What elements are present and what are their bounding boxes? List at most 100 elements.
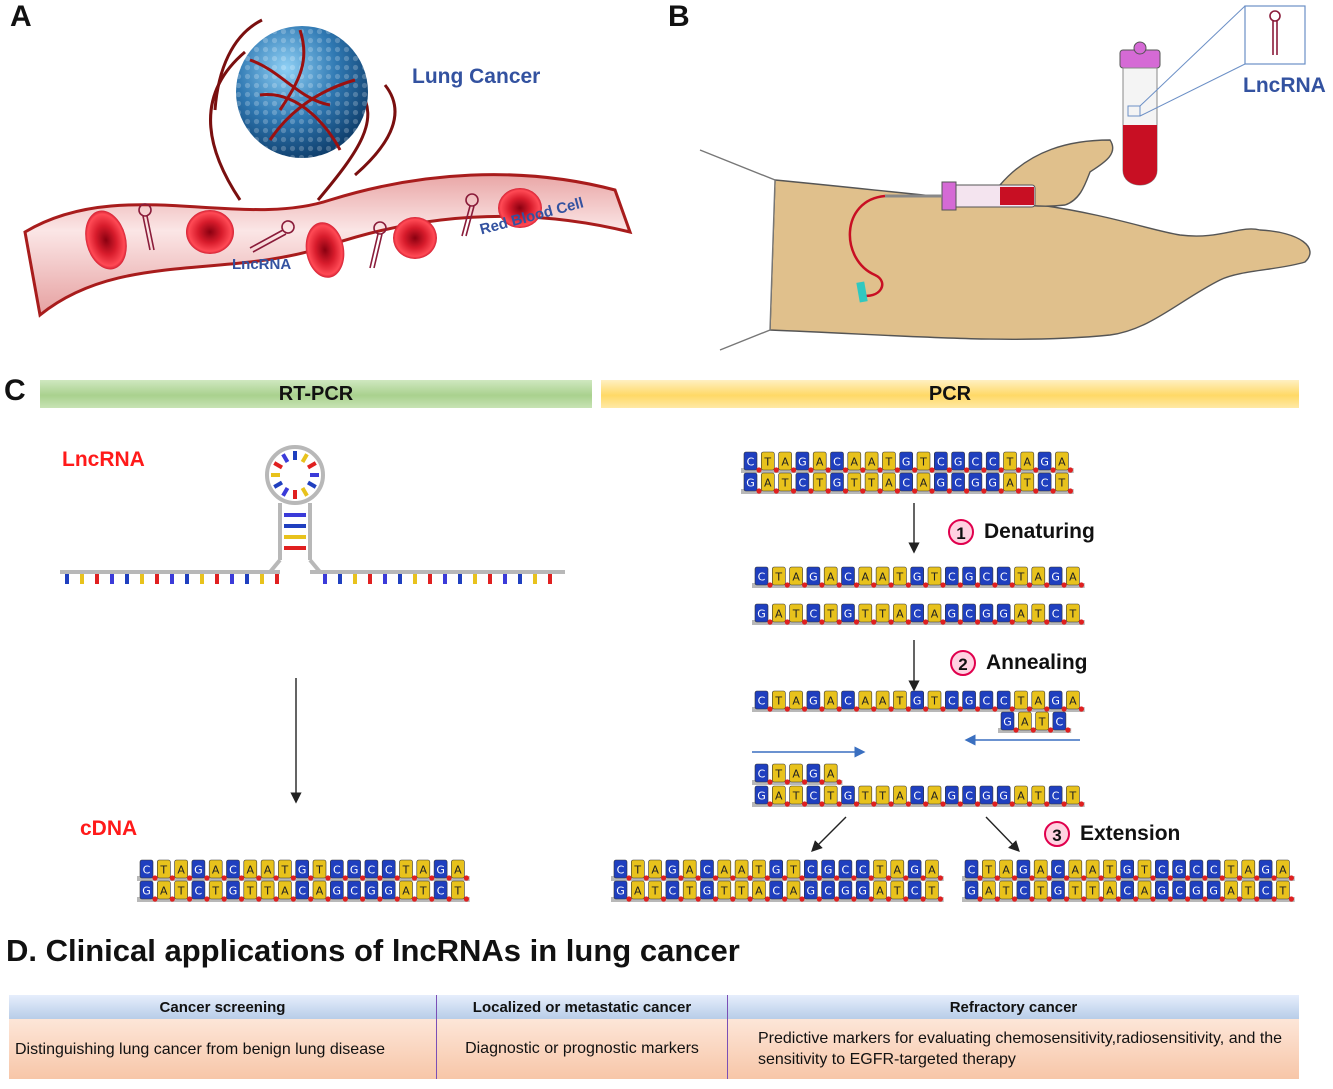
dna-base-letter: C (948, 695, 956, 708)
dna-base-letter: C (913, 608, 921, 621)
dna-base (882, 451, 896, 471)
rna-base (245, 574, 249, 584)
dna-base-letter: C (844, 695, 852, 708)
dna-base-letter: C (810, 608, 818, 621)
dna-base-letter: T (315, 864, 323, 877)
cdna-label: cDNA (80, 817, 138, 840)
table-header-row: Cancer screening Localized or metastatic… (9, 995, 1299, 1019)
dna-base-letter: G (809, 695, 818, 708)
dna-phosphate (784, 779, 790, 785)
dna-base-letter: G (367, 885, 376, 898)
dna-base (1016, 880, 1031, 900)
header-localized-metastatic: Localized or metastatic cancer (436, 995, 728, 1019)
dna-base-letter: T (876, 864, 884, 877)
dna-base (789, 603, 803, 623)
dna-phosphate (782, 875, 788, 881)
dna-phosphate (764, 896, 770, 902)
dna-phosphate (1029, 875, 1035, 881)
dna-base (1033, 880, 1048, 900)
dna-base (174, 859, 188, 879)
rna-base (533, 574, 537, 584)
dna-base-letter: A (402, 885, 410, 898)
dna-phosphate (1067, 467, 1073, 473)
dna-phosphate (816, 896, 822, 902)
dna-phosphate (411, 875, 418, 881)
dna-base (1020, 451, 1035, 471)
dna-base-letter: G (229, 885, 238, 898)
dna-base-letter: A (160, 885, 168, 898)
dna-backbone (962, 876, 1295, 881)
dna-base (996, 603, 1011, 623)
rna-loop-base (300, 486, 309, 497)
dna-base (804, 880, 818, 900)
dna-base (717, 859, 732, 879)
dna-base-letter: A (1035, 695, 1043, 708)
dna-base (364, 880, 379, 900)
dna-base-letter: G (1019, 864, 1028, 877)
dna-base (1037, 451, 1052, 471)
dna-phosphate (187, 875, 193, 881)
dna-base-letter: A (738, 864, 746, 877)
dna-base-letter: A (420, 864, 428, 877)
dna-phosphate (802, 619, 808, 625)
dna-base-letter: G (772, 864, 781, 877)
dna-phosphate (1063, 896, 1070, 902)
dna-base-letter: C (937, 456, 945, 469)
dna-phosphate (802, 801, 808, 807)
dna-phosphate (975, 582, 981, 588)
dna-base-letter: T (454, 885, 462, 898)
dna-base (451, 880, 465, 900)
dna-phosphate (377, 896, 383, 902)
dna-phosphate (1288, 875, 1294, 881)
dna-base (347, 859, 361, 879)
dna-base-letter: A (212, 864, 220, 877)
dna-base-letter: A (1072, 864, 1080, 877)
dna-backbone (137, 897, 470, 902)
dna-base (893, 603, 907, 623)
dna-base-letter: C (842, 864, 850, 877)
dna-base (806, 566, 821, 586)
dna-base-letter: A (931, 608, 939, 621)
dna-base (226, 859, 240, 879)
dna-phosphate (851, 875, 857, 881)
dna-phosphate (905, 582, 911, 588)
dna-phosphate (981, 467, 987, 473)
dna-phosphate (1048, 727, 1054, 733)
dna-base-letter: G (910, 864, 919, 877)
pcr-band: PCR (601, 380, 1299, 408)
tumor-sphere (236, 26, 368, 158)
dna-base (1137, 880, 1152, 900)
dna-base (858, 603, 873, 623)
dna-base (1066, 690, 1080, 710)
rna-base (170, 574, 174, 584)
dna-base (1031, 603, 1046, 623)
dna-phosphate (767, 801, 773, 807)
dna-phosphate (1029, 896, 1035, 902)
dna-phosphate (836, 706, 842, 712)
dna-phosphate (1254, 875, 1260, 881)
dna-phosphate (964, 488, 970, 494)
dna-phosphate (819, 619, 825, 625)
dna-phosphate (1063, 875, 1070, 881)
dna-base (381, 859, 396, 879)
dna-base-letter: A (281, 885, 289, 898)
dna-phosphate (819, 706, 825, 712)
dna-base-letter: T (930, 695, 938, 708)
dna-phosphate (661, 896, 667, 902)
dna-base (648, 880, 662, 900)
dna-base-letter: G (668, 864, 677, 877)
dna-phosphate (799, 875, 805, 881)
dna-base-letter: C (913, 790, 921, 803)
dna-base-letter: C (1262, 885, 1270, 898)
dna-base (1241, 859, 1256, 879)
dna-phosphate (1044, 619, 1050, 625)
rna-base (413, 574, 417, 584)
rna-base (200, 574, 204, 584)
dna-phosphate (888, 706, 894, 712)
dna-phosphate (903, 875, 909, 881)
dna-base-letter: G (902, 456, 911, 469)
dna-backbone (752, 802, 1085, 807)
